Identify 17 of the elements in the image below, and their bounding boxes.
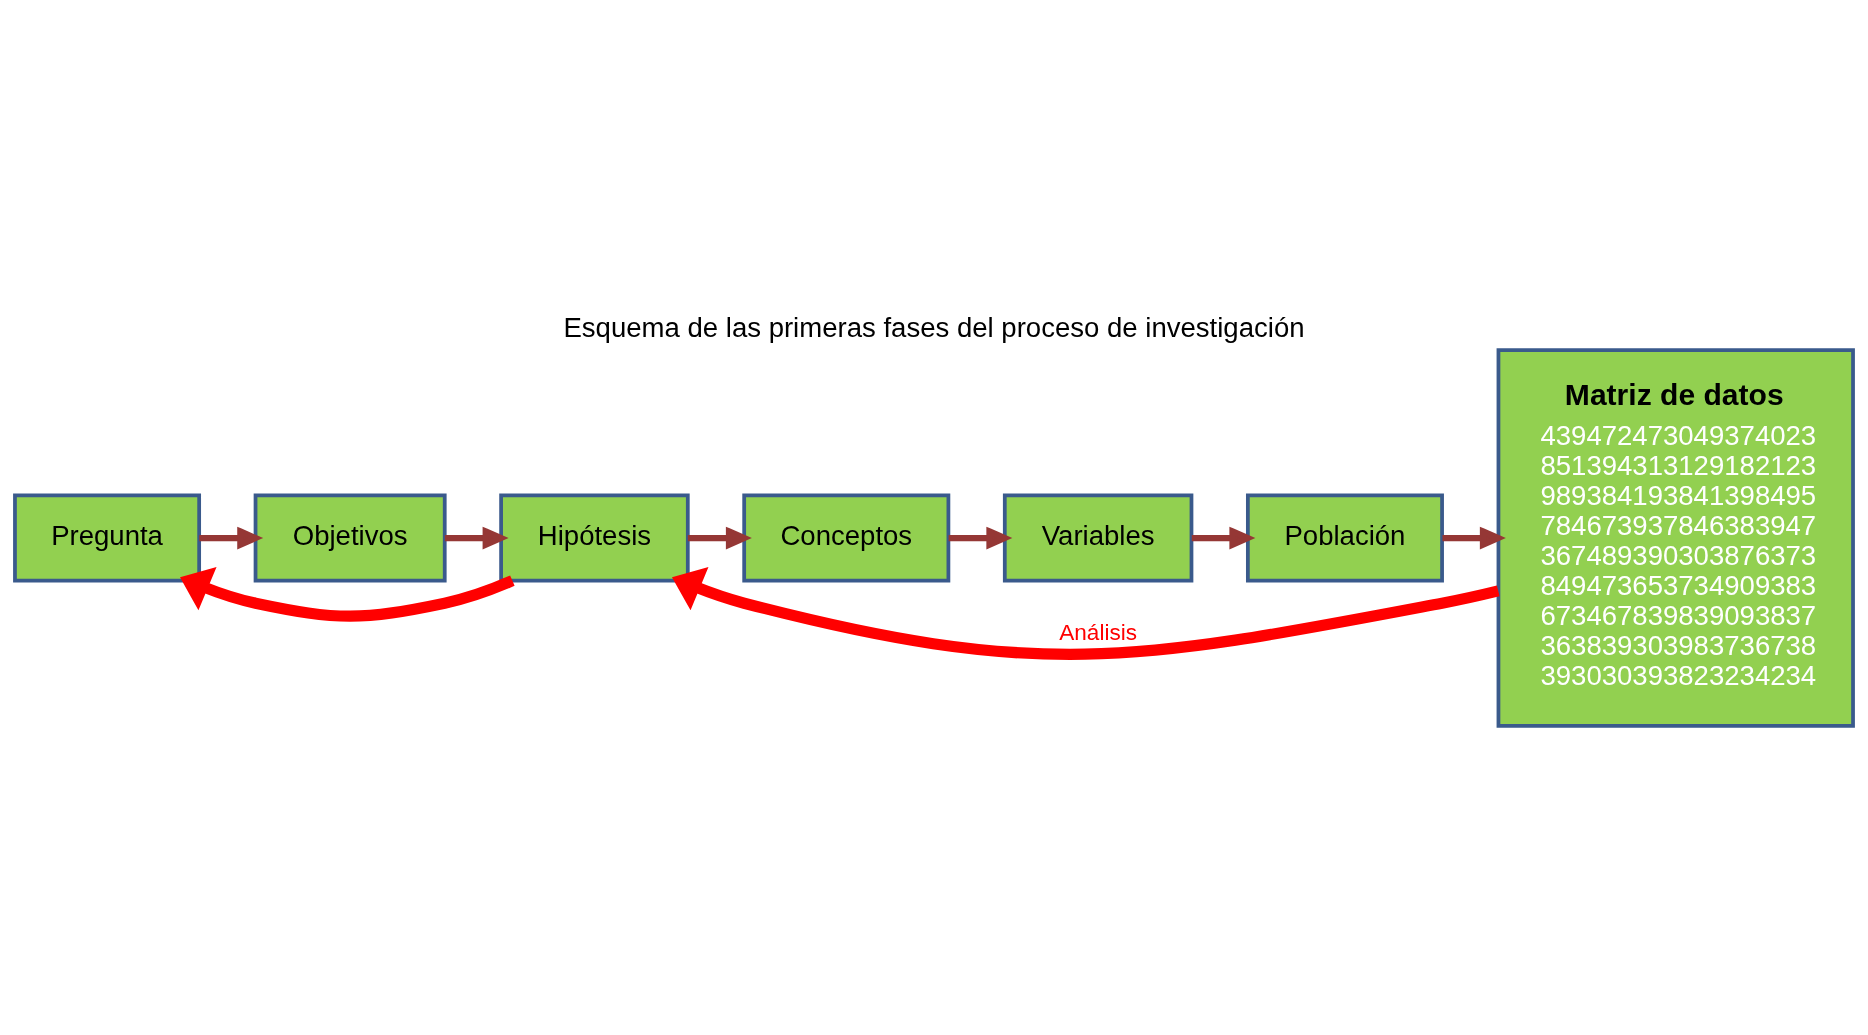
node-box: Objetivos <box>253 493 447 583</box>
arrow <box>1442 526 1506 549</box>
diagram-title: Esquema de las primeras fases del proceso de investigación <box>563 311 1305 343</box>
arrow <box>444 526 509 549</box>
arrow <box>671 566 1500 660</box>
node-box: Pregunta <box>13 493 202 583</box>
node-box: Variables <box>1002 493 1194 583</box>
arrow <box>1191 526 1256 549</box>
node-box: Conceptos <box>742 493 951 583</box>
node-box: Población <box>1245 493 1444 583</box>
node-box: Matriz de datos 439472473049374023 851394313129182123 989384193841398495 784673937846383947 367489390303876373 849473653734909383 673467839839093837 363839303983736738 393030393823234234 <box>1496 347 1855 728</box>
arrow <box>199 526 264 549</box>
arrow <box>180 566 515 622</box>
edge-label: Análisis <box>1059 619 1137 645</box>
arrow <box>948 526 1013 549</box>
node-box: Hipótesis <box>499 493 690 583</box>
arrow <box>687 526 752 549</box>
